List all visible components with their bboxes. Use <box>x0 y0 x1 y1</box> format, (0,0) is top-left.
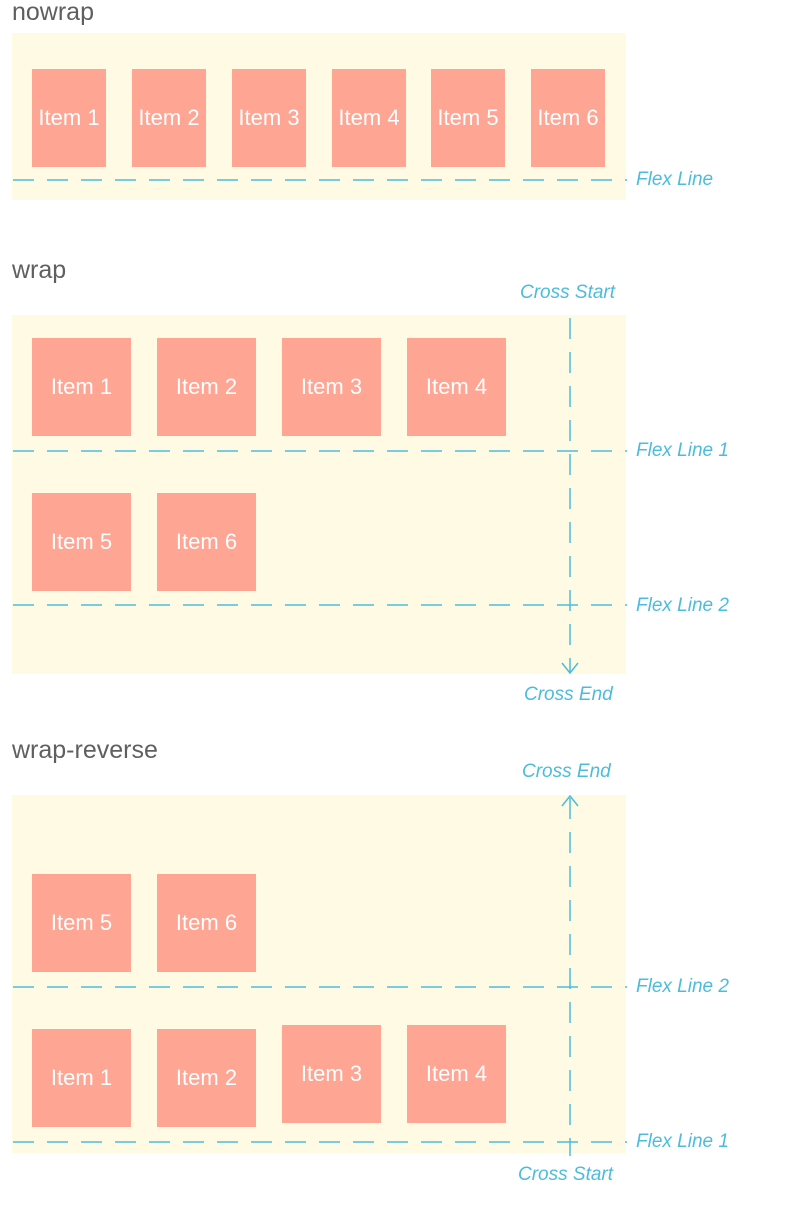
wrap-item-1: Item 1 <box>32 338 131 436</box>
wrap-item-3: Item 3 <box>282 338 381 436</box>
wrap-cross-axis-arrowhead <box>561 662 579 675</box>
wrap-reverse-cross-axis-arrowhead <box>561 794 579 807</box>
wrap-cross-start-label: Cross Start <box>520 282 616 303</box>
wrap-cross-end-label: Cross End <box>524 684 613 705</box>
wrap-reverse-item-4: Item 4 <box>407 1025 506 1123</box>
wrap-reverse-item-3: Item 3 <box>282 1025 381 1123</box>
wrap-reverse-flex-line-1-label: Flex Line 1 <box>636 1131 729 1152</box>
wrap-title: wrap <box>12 256 67 284</box>
wrap-reverse-item-6: Item 6 <box>157 874 256 972</box>
wrap-reverse-item-5: Item 5 <box>32 874 131 972</box>
wrap-reverse-item-1: Item 1 <box>32 1029 131 1127</box>
wrap-reverse-cross-end-label: Cross End <box>522 761 611 782</box>
wrap-reverse-item-2: Item 2 <box>157 1029 256 1127</box>
nowrap-container <box>12 33 626 200</box>
wrap-flex-line-2-label: Flex Line 2 <box>636 595 729 616</box>
wrap-reverse-flex-line-2-label: Flex Line 2 <box>636 976 729 997</box>
wrap-reverse-cross-start-label: Cross Start <box>518 1164 614 1185</box>
nowrap-flex-line-label: Flex Line <box>636 169 714 190</box>
nowrap-item-4: Item 4 <box>332 69 406 167</box>
wrap-item-4: Item 4 <box>407 338 506 436</box>
nowrap-item-2: Item 2 <box>132 69 206 167</box>
nowrap-title: nowrap <box>12 0 94 26</box>
wrap-flex-line-1-label: Flex Line 1 <box>636 440 729 461</box>
nowrap-item-1: Item 1 <box>32 69 106 167</box>
nowrap-item-3: Item 3 <box>232 69 306 167</box>
wrap-item-5: Item 5 <box>32 493 131 591</box>
wrap-item-6: Item 6 <box>157 493 256 591</box>
nowrap-item-5: Item 5 <box>431 69 505 167</box>
nowrap-item-6: Item 6 <box>531 69 605 167</box>
wrap-item-2: Item 2 <box>157 338 256 436</box>
wrap-reverse-title: wrap-reverse <box>12 736 158 764</box>
